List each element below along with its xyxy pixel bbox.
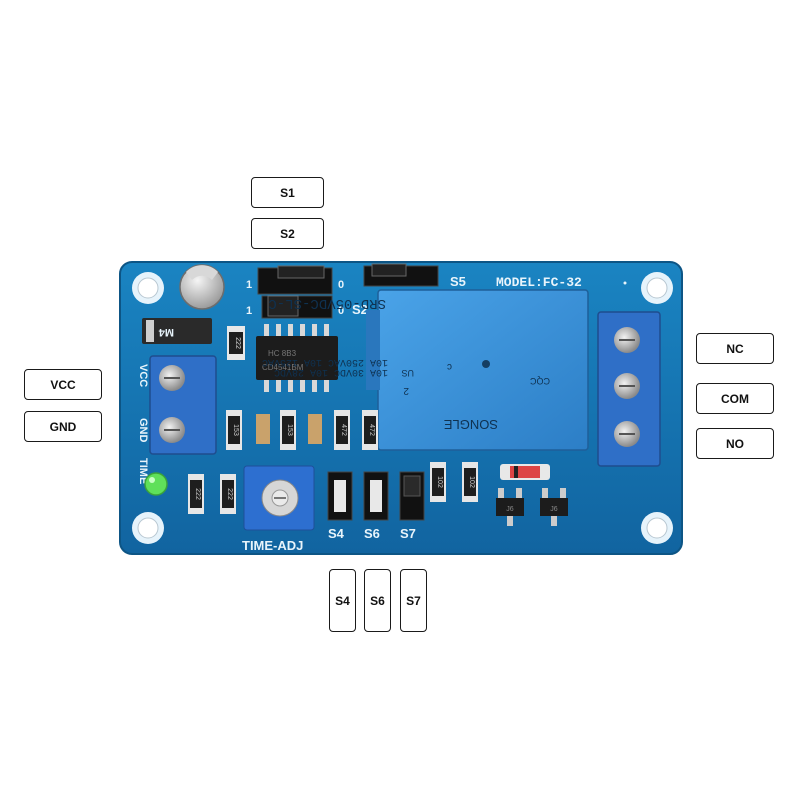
svg-text:222: 222 — [226, 488, 233, 500]
power-terminal — [149, 355, 217, 455]
callout-s4: S4 — [329, 569, 356, 632]
relay-model: SRD-05VDC-SL-C — [268, 295, 386, 311]
mounting-hole — [132, 272, 164, 304]
svg-text:0: 0 — [338, 279, 344, 291]
svg-text:1: 1 — [246, 305, 252, 317]
callout-com: COM — [696, 383, 774, 414]
svg-text:c: c — [447, 361, 452, 372]
mounting-hole — [641, 512, 673, 544]
potentiometer — [243, 465, 315, 531]
callout-s2: S2 — [251, 218, 324, 249]
transistor: J6 — [540, 488, 568, 526]
gnd-silk: GND — [137, 418, 149, 443]
callout-s6: S6 — [364, 569, 391, 632]
svg-text:102: 102 — [436, 476, 443, 488]
svg-text:J6: J6 — [506, 506, 514, 513]
callout-gnd: GND — [24, 411, 102, 442]
callout-no: NO — [696, 428, 774, 459]
callout-vcc: VCC — [24, 369, 102, 400]
svg-text:CQC: CQC — [530, 376, 551, 386]
svg-text:J6: J6 — [550, 506, 558, 513]
mounting-hole — [641, 272, 673, 304]
model-label: MODEL:FC-32 — [496, 275, 582, 290]
capacitor — [179, 264, 225, 310]
svg-text:CD4541BM: CD4541BM — [262, 363, 304, 372]
transistor: J6 — [496, 488, 524, 526]
jumper-header-s1-s2: 1 0 1 0 — [246, 265, 344, 319]
resistor-row: 153 153 472 472 — [226, 410, 378, 450]
relay-rating-1: 10A 250VAC 10A 125VAC — [262, 356, 388, 367]
svg-text:US: US — [401, 368, 414, 378]
svg-text:472: 472 — [340, 424, 347, 436]
diode-m4: M4 — [142, 318, 212, 344]
svg-text:2: 2 — [403, 385, 409, 396]
svg-text:153: 153 — [286, 424, 293, 436]
svg-text:153: 153 — [232, 424, 239, 436]
svg-text:HC 8B3: HC 8B3 — [268, 349, 297, 358]
relay: SRD-05VDC-SL-C 10A 250VAC 10A 125VAC 10A… — [262, 289, 589, 451]
resistor: 102 — [430, 462, 446, 502]
callout-nc: NC — [696, 333, 774, 364]
resistor: 222 — [220, 474, 236, 514]
svg-text:222: 222 — [194, 488, 201, 500]
time-silk: TIME — [137, 458, 149, 484]
svg-text:102: 102 — [468, 476, 475, 488]
signal-diode — [500, 464, 550, 480]
relay-terminal — [597, 311, 661, 467]
svg-text:S7: S7 — [400, 526, 416, 541]
diode-label: M4 — [158, 326, 174, 338]
callout-s1: S1 — [251, 177, 324, 208]
relay-rating-2: 10A 30VDC 10A 28VDC — [274, 366, 388, 377]
callout-s7: S7 — [400, 569, 427, 632]
s2-silk: S2 — [352, 302, 368, 317]
jumper-header-s5: S5 — [363, 263, 466, 289]
svg-text:1: 1 — [246, 279, 252, 291]
svg-text:S4: S4 — [328, 526, 345, 541]
time-adj-silk: TIME-ADJ — [242, 538, 303, 553]
svg-text:0: 0 — [338, 305, 344, 317]
relay-brand: SONGLE — [443, 417, 498, 432]
resistor: 222 — [227, 326, 245, 360]
resistor: 222 — [188, 474, 204, 514]
resistor: 102 — [462, 462, 478, 502]
vcc-silk: VCC — [137, 364, 149, 387]
jumper-header-s4-s6-s7: S4 S6 S7 — [327, 471, 425, 541]
svg-text:S6: S6 — [364, 526, 380, 541]
ic-chip: HC 8B3 CD4541BM — [256, 324, 338, 392]
status-led — [144, 472, 168, 496]
svg-text:472: 472 — [368, 424, 375, 436]
svg-text:222: 222 — [234, 337, 241, 349]
svg-text:S5: S5 — [450, 274, 466, 289]
mounting-hole — [132, 512, 164, 544]
